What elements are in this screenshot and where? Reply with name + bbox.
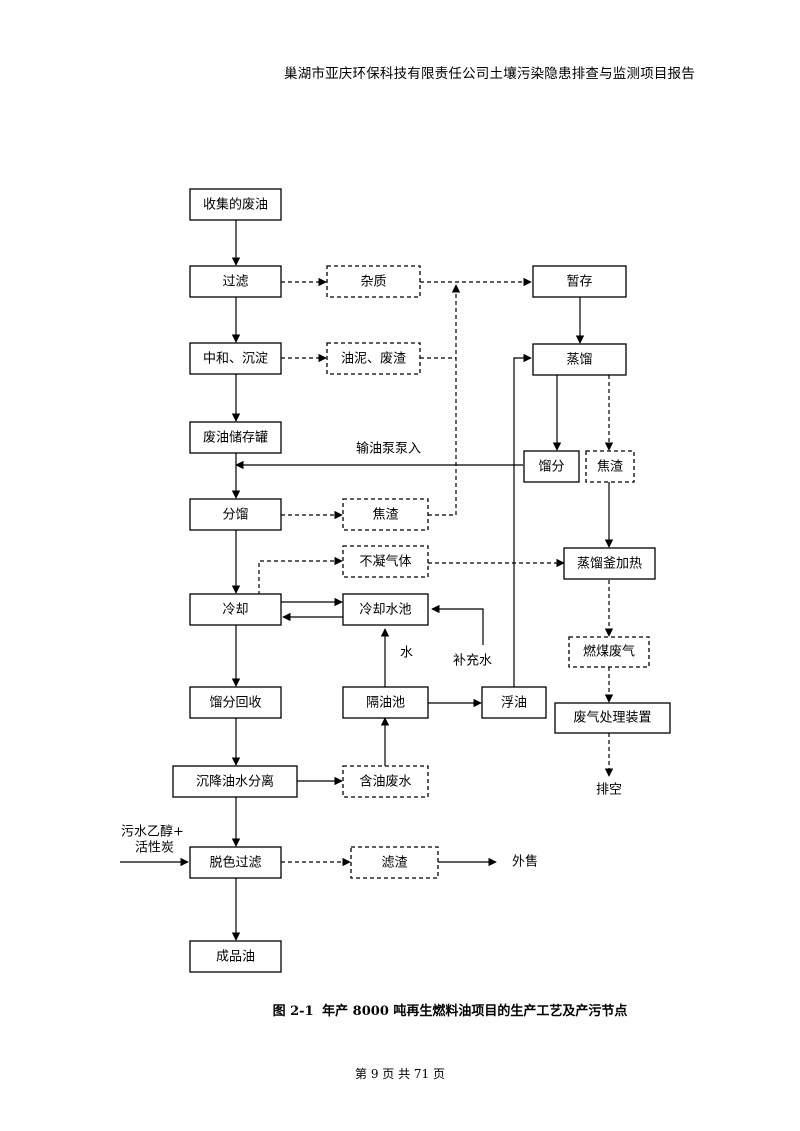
node-oily-water-box <box>342 765 429 798</box>
node-gas-treat: 废气处理装置 <box>573 710 651 726</box>
page-footer: 第 9 页 共 71 页 <box>355 1067 445 1081</box>
node-separator-box <box>342 686 429 719</box>
node-neutralize: 中和、沉淀 <box>203 352 268 367</box>
node-coke-right-box <box>585 450 635 483</box>
node-recover: 馏分回收 <box>209 696 261 711</box>
node-residue: 滤渣 <box>381 856 407 871</box>
node-distill: 蒸馏 <box>566 353 592 368</box>
node-residue-box <box>350 846 439 879</box>
node-impurity: 杂质 <box>360 275 386 290</box>
node-collect-box <box>189 188 282 221</box>
node-noncond-box <box>342 545 429 578</box>
node-impurity-box <box>326 265 421 298</box>
node-oily-water: 含油废水 <box>359 774 411 790</box>
figure-caption-label: 图 2-1 <box>272 1004 314 1019</box>
node-cool-pool: 冷却水池 <box>359 603 411 618</box>
node-separator: 隔油池 <box>366 696 405 711</box>
node-coke-right: 焦渣 <box>597 460 623 475</box>
node-settle: 沉降油水分离 <box>196 774 274 790</box>
node-cooling: 冷却 <box>222 603 248 618</box>
label-water: 水 <box>400 646 413 661</box>
node-fraction-right: 馏分 <box>538 460 564 475</box>
label-makeup-water: 补充水 <box>453 653 492 669</box>
node-collect: 收集的废油 <box>203 197 268 213</box>
page-header: 巢湖市亚庆环保科技有限责任公司土壤污染隐患排查与监测项目报告 <box>284 66 695 82</box>
node-coke-left: 焦渣 <box>372 508 398 523</box>
node-recover-box <box>189 686 282 719</box>
label-inputs-line1: 污水乙醇+ <box>121 824 184 840</box>
node-fractionate: 分馏 <box>222 508 248 523</box>
makeup-water-arrow <box>431 604 484 645</box>
node-fraction-right-box <box>523 450 580 483</box>
node-sludge: 油泥、废渣 <box>341 351 406 367</box>
node-coke-left-box <box>342 498 429 531</box>
label-sell: 外售 <box>512 854 538 870</box>
node-coal-gas: 燃煤废气 <box>583 644 635 660</box>
node-still-heat: 蒸馏釜加热 <box>577 557 642 572</box>
node-settle-box <box>172 765 298 798</box>
node-coal-gas-box <box>568 636 650 668</box>
node-filter: 过滤 <box>222 275 248 290</box>
node-sludge-box <box>326 342 421 375</box>
label-vent: 排空 <box>596 783 622 798</box>
dashed-arrow <box>258 556 343 595</box>
node-neutralize-box <box>189 342 282 375</box>
node-tank-box <box>189 421 282 454</box>
node-product: 成品油 <box>216 950 255 965</box>
node-float-oil: 浮油 <box>501 696 527 711</box>
node-filter-box <box>189 265 282 298</box>
node-gas-treat-box <box>554 702 671 734</box>
node-cooling-box <box>189 593 282 626</box>
node-cool-pool-box <box>342 593 429 626</box>
node-float-oil-box <box>481 686 547 719</box>
float-oil-return-arrow <box>513 353 532 687</box>
dashed-arrow <box>428 284 461 516</box>
node-still-heat-box <box>563 547 656 580</box>
node-fractionate-box <box>189 498 282 531</box>
node-distill-box <box>532 343 627 376</box>
label-pump: 输油泵泵入 <box>356 441 421 457</box>
node-tank: 废油储存罐 <box>203 430 268 446</box>
node-decolor-box <box>189 846 282 879</box>
node-noncond: 不凝气体 <box>359 554 411 570</box>
node-product-box <box>189 940 282 973</box>
figure-caption-text: 年产 8000 吨再生燃料油项目的生产工艺及产污节点 <box>322 1004 628 1019</box>
node-temp-store-box <box>532 265 627 298</box>
node-decolor: 脱色过滤 <box>209 855 261 871</box>
label-inputs-line2: 活性炭 <box>135 841 174 856</box>
node-temp-store: 暂存 <box>566 275 592 290</box>
figure-caption: 图 2-1 年产 8000 吨再生燃料油项目的生产工艺及产污节点 <box>0 1000 800 1019</box>
